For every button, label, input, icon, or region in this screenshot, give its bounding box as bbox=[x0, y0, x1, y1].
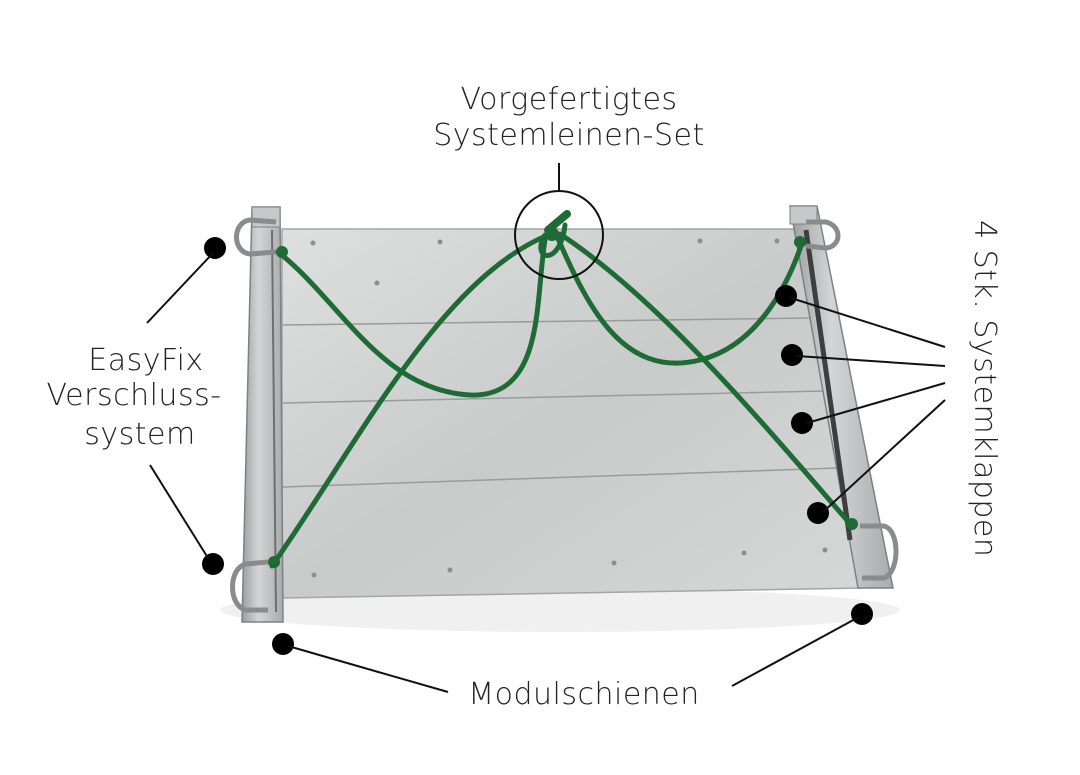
left-module-rail bbox=[241, 206, 284, 623]
d-ring-bottom-left bbox=[230, 559, 269, 613]
cord-set-label-line2: Systemleinen-Set bbox=[433, 118, 705, 153]
cord-set-label-line1: Vorgefertigtes bbox=[460, 82, 677, 117]
cord-set-highlight-ring bbox=[514, 190, 604, 280]
rail-leaders bbox=[287, 617, 858, 693]
closure-marker-top bbox=[204, 237, 226, 259]
flap-marker-3 bbox=[791, 412, 813, 434]
plate-rivets bbox=[310, 238, 828, 578]
rail-markers bbox=[272, 603, 873, 655]
closure-label-line2: Verschluss- bbox=[46, 378, 221, 413]
rail-marker-left bbox=[272, 633, 294, 655]
rails-label: Modulschienen bbox=[468, 677, 700, 712]
d-ring-top-right bbox=[805, 219, 841, 251]
flaps-label: 4 Stk. Systemklappen bbox=[967, 220, 1002, 557]
closure-leaders bbox=[146, 252, 214, 559]
base-plate bbox=[281, 228, 863, 599]
cord-knots bbox=[268, 227, 858, 568]
product-shadow bbox=[220, 588, 900, 632]
flap-leaders bbox=[790, 297, 946, 513]
flap-marker-4 bbox=[807, 502, 829, 524]
closure-label-line1: EasyFix bbox=[88, 343, 203, 378]
flap-marker-2 bbox=[781, 344, 803, 366]
d-ring-bottom-right bbox=[860, 523, 899, 581]
closure-marker-bottom bbox=[202, 553, 224, 575]
d-ring-top-left bbox=[234, 217, 277, 257]
closure-label-line3: system bbox=[84, 417, 195, 452]
rail-marker-right bbox=[851, 603, 873, 625]
d-ring-closures bbox=[230, 217, 899, 613]
closure-markers bbox=[202, 237, 226, 575]
flap-marker-1 bbox=[775, 285, 797, 307]
right-module-rail bbox=[789, 205, 894, 589]
flap-markers bbox=[775, 285, 829, 524]
